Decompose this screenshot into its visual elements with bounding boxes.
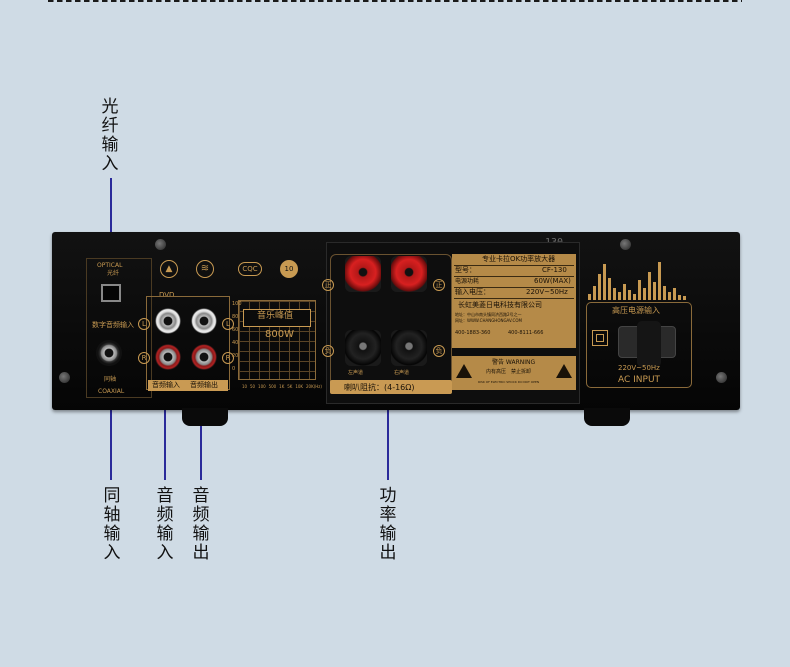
hotline-2: 400-8111-666 bbox=[508, 330, 544, 336]
top-dashed-line bbox=[48, 0, 742, 2]
warning-en: RISK OF ELECTRIC SHOCK DO NOT OPEN bbox=[478, 380, 540, 384]
plate-title: 专业卡拉OK功率放大器 bbox=[482, 255, 556, 263]
model-value: CF-130 bbox=[542, 266, 567, 274]
voltage-value: 220V~50Hz bbox=[526, 288, 568, 296]
warning-plate: 警告 WARNING 内有高压 禁止拆卸 RISK OF ELECTRIC SH… bbox=[452, 356, 576, 390]
speaker-left-negative-post[interactable] bbox=[345, 330, 381, 366]
chart-title: 音乐峰值 bbox=[257, 311, 294, 321]
energy-icon: ≋ bbox=[196, 260, 214, 278]
speaker-left-positive-post[interactable] bbox=[345, 256, 381, 292]
coax-cn-label: 同轴 bbox=[104, 376, 117, 383]
y-tick: 80 bbox=[232, 314, 239, 320]
leader-optical bbox=[110, 178, 112, 266]
negative-marker: 负 bbox=[322, 345, 334, 357]
callout-audio-output: 音频输出 bbox=[192, 486, 210, 563]
x-tick: 50 bbox=[250, 384, 256, 389]
negative-marker: 负 bbox=[433, 345, 445, 357]
amplifier-rear-panel: 130 OPTICAL 光纤 数字音频输入 同轴 COAXIAL ▲ ≋ CQC… bbox=[52, 232, 740, 426]
optical-cn-label: 光纤 bbox=[107, 270, 120, 277]
audio-in-left-jack[interactable] bbox=[155, 308, 181, 334]
callout-audio-input: 音频输入 bbox=[156, 486, 174, 563]
optical-jack[interactable] bbox=[101, 284, 121, 302]
chart-x-axis: 10 50 100 500 1K 5K 10K 20K(Hz) bbox=[242, 384, 322, 389]
leader-speaker-output bbox=[387, 345, 389, 480]
right-channel-marker: R bbox=[138, 352, 150, 364]
dvd-label: DVD bbox=[159, 291, 175, 299]
spec-plate: 专业卡拉OK功率放大器 型号： CF-130 电源功耗 60W(MAX) 输入电… bbox=[452, 254, 576, 348]
x-tick: 100 bbox=[258, 384, 266, 389]
audio-out-label: 音频输出 bbox=[190, 381, 218, 389]
coax-label: COAXIAL bbox=[98, 388, 125, 395]
x-tick: 5K bbox=[287, 384, 293, 389]
ac-power-cord[interactable] bbox=[618, 321, 676, 367]
voltage-key: 输入电压： bbox=[455, 288, 490, 296]
ac-voltage-label: 220V~50Hz bbox=[618, 364, 660, 372]
callout-optical-input: 光纤输入 bbox=[101, 97, 119, 174]
impedance-label: 喇叭阻抗：(4-16Ω) bbox=[344, 383, 415, 392]
y-tick: 100 bbox=[232, 301, 242, 307]
chart-value: 800W bbox=[265, 329, 294, 340]
warning-cn: 内有高压 禁止拆卸 bbox=[486, 369, 532, 375]
ac-input-label: AC INPUT bbox=[618, 375, 661, 385]
hotline-1: 400-1883-360 bbox=[455, 330, 491, 336]
right-channel-label: 右声道 bbox=[394, 370, 410, 376]
y-tick: 60 bbox=[232, 327, 239, 333]
foot-right bbox=[584, 408, 630, 426]
digital-input-label: 数字音频输入 bbox=[92, 321, 134, 329]
speaker-right-negative-post[interactable] bbox=[391, 330, 427, 366]
model-key: 型号： bbox=[455, 266, 476, 274]
power-value: 60W(MAX) bbox=[534, 277, 571, 285]
cqc-icon: CQC bbox=[238, 262, 262, 276]
double-insulation-icon bbox=[592, 330, 608, 346]
audio-out-left-jack[interactable] bbox=[191, 308, 217, 334]
callout-speaker-output: 功率输出 bbox=[379, 486, 397, 563]
recycle-icon: ▲ bbox=[160, 260, 178, 278]
screw bbox=[620, 239, 631, 250]
impedance-strip bbox=[330, 380, 452, 394]
audio-in-label: 音频输入 bbox=[152, 381, 180, 389]
optical-label: OPTICAL bbox=[97, 262, 123, 269]
left-channel-marker: L bbox=[222, 318, 234, 330]
coax-jack[interactable] bbox=[96, 340, 122, 366]
x-tick: 10 bbox=[242, 384, 248, 389]
positive-marker: 正 bbox=[322, 279, 334, 291]
right-channel-marker: R bbox=[222, 352, 234, 364]
warning-icon bbox=[556, 364, 572, 378]
x-tick: 10K bbox=[295, 384, 304, 389]
screw bbox=[155, 239, 166, 250]
screw bbox=[59, 372, 70, 383]
chart-y-axis: 100 80 60 40 20 0 bbox=[232, 298, 242, 376]
rohs-10-icon: 10 bbox=[280, 260, 298, 278]
audio-out-right-jack[interactable] bbox=[191, 344, 217, 370]
leader-coax bbox=[110, 352, 112, 480]
foot-left bbox=[182, 408, 228, 426]
warning-icon bbox=[456, 364, 472, 378]
screw bbox=[716, 372, 727, 383]
equalizer-graphic bbox=[588, 258, 692, 300]
maker-name: 长虹美菱日电科技有限公司 bbox=[458, 301, 542, 309]
y-tick: 40 bbox=[232, 340, 239, 346]
frequency-chart: 音乐峰值 800W bbox=[238, 300, 316, 380]
rca-label-strip bbox=[148, 380, 228, 391]
x-tick: 1K bbox=[279, 384, 285, 389]
hv-input-label: 高压电源输入 bbox=[612, 306, 660, 315]
speaker-right-positive-post[interactable] bbox=[391, 256, 427, 292]
power-key: 电源功耗 bbox=[455, 278, 480, 285]
ac-input-block bbox=[586, 302, 692, 388]
left-channel-label: 左声道 bbox=[348, 370, 364, 376]
callout-coax-input: 同轴输入 bbox=[103, 486, 121, 563]
audio-in-right-jack[interactable] bbox=[155, 344, 181, 370]
y-tick: 20 bbox=[232, 353, 239, 359]
positive-marker: 正 bbox=[433, 279, 445, 291]
x-tick: 500 bbox=[268, 384, 277, 389]
x-tick: 20K(Hz) bbox=[305, 384, 322, 389]
left-channel-marker: L bbox=[138, 318, 150, 330]
y-tick: 0 bbox=[232, 366, 236, 372]
maker-website: 网址：WWW.CHANGHONGAV.COM bbox=[455, 318, 522, 323]
warning-title: 警告 WARNING bbox=[492, 359, 536, 366]
digital-input-block bbox=[86, 258, 152, 398]
maker-address: 地址：中山市南头镇同济西路2号之一 bbox=[455, 312, 522, 317]
